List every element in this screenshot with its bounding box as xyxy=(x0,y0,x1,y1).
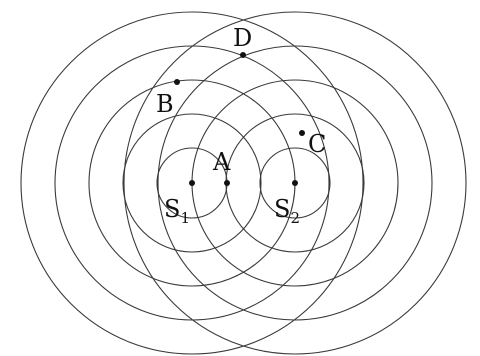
label-s2-sub: 2 xyxy=(290,209,300,227)
source-s1-dot xyxy=(189,180,195,186)
s2-wavefront-4 xyxy=(157,45,433,321)
label-s1-sub: 1 xyxy=(180,209,190,227)
s1-wavefront-2 xyxy=(122,113,262,253)
point-c-dot xyxy=(299,130,305,136)
label-d: D xyxy=(233,24,252,52)
s2-wavefront-5 xyxy=(123,11,467,355)
label-s2-main: S xyxy=(274,195,290,223)
s2-wavefronts xyxy=(123,11,467,355)
label-a: A xyxy=(212,148,231,176)
label-b: B xyxy=(156,90,174,118)
point-b-dot xyxy=(174,79,180,85)
label-c: C xyxy=(308,130,326,158)
source-s2-dot xyxy=(292,180,298,186)
label-s2: S2 xyxy=(274,195,300,227)
s2-wavefront-1 xyxy=(259,147,331,219)
point-d-dot xyxy=(240,52,246,58)
s1-wavefront-5 xyxy=(20,11,364,355)
label-s1-main: S xyxy=(164,195,180,223)
label-s1: S1 xyxy=(164,195,190,227)
point-a-dot xyxy=(224,180,230,186)
